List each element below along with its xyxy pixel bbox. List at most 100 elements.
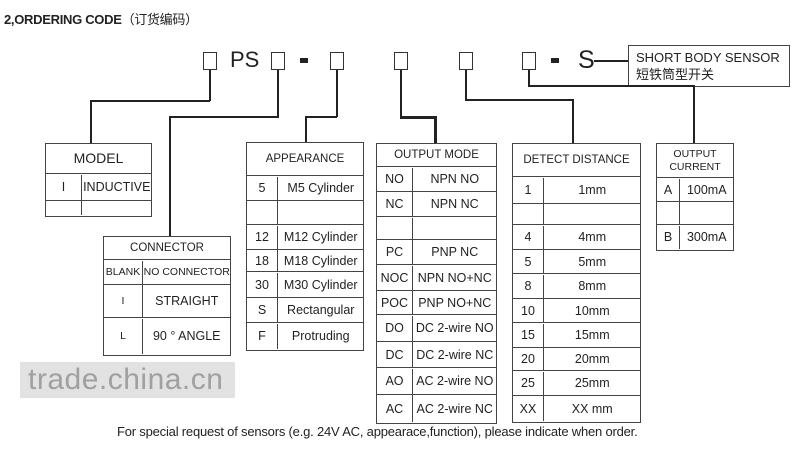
row-code: AC [377, 395, 413, 422]
row-description: NPN NO+NC [417, 270, 492, 285]
table-row [657, 202, 733, 225]
row-description: 300mA [686, 230, 727, 244]
row-description: 4mm [578, 230, 607, 244]
row-description: XX mm [571, 401, 613, 416]
code-dash [300, 58, 308, 63]
row-description: M18 Cylinder [283, 253, 358, 268]
row-description: 90 ° ANGLE [152, 329, 221, 343]
row-description: 5mm [578, 254, 607, 269]
row-description: 25mm [574, 376, 610, 390]
row-code: F [247, 323, 278, 349]
row-code: NC [377, 192, 413, 216]
short-body-note: SHORT BODY SENSOR 短铁筒型开关 [628, 45, 790, 87]
table-row [513, 204, 640, 225]
row-code [46, 201, 82, 215]
row-code: NOC [377, 265, 413, 290]
table-row: 4 4mm [513, 225, 640, 250]
row-code: L [104, 318, 143, 354]
row-code: S [247, 298, 278, 322]
table-row: L 90 ° ANGLE [104, 318, 230, 354]
row-code: BLANK [104, 260, 143, 284]
row-code: AO [377, 368, 413, 394]
row-description: DC 2-wire NO [415, 321, 494, 335]
section-title: 2,ORDERING CODE（订货编码） [4, 9, 198, 28]
row-code: NO [377, 167, 413, 191]
row-code: I [46, 174, 82, 200]
row-description [414, 218, 497, 239]
table-row: F Protruding [247, 323, 363, 349]
note-line-2: 短铁筒型开关 [636, 67, 715, 82]
connector-line [594, 60, 628, 62]
row-description: M5 Cylinder [287, 181, 355, 195]
row-description: AC 2-wire NO [416, 374, 494, 388]
code-slot-model [203, 52, 217, 70]
code-slot-connector [271, 52, 285, 70]
table-row: 25 25mm [513, 371, 640, 396]
table-row: S Rectangular [247, 298, 363, 323]
row-code [247, 201, 278, 224]
row-description: PNP NC [431, 245, 479, 259]
table-row [247, 201, 363, 225]
row-code: 4 [513, 225, 544, 249]
table-header: MODEL [46, 144, 151, 174]
row-code: XX [513, 396, 544, 421]
watermark: trade.china.cn [28, 363, 224, 396]
note-line-1: SHORT BODY SENSOR [636, 50, 780, 65]
row-code: DC [377, 342, 413, 367]
row-code: POC [377, 291, 413, 314]
code-slot-output-mode [394, 52, 408, 70]
row-code: 1 [513, 177, 544, 203]
table-header: OUTPUT MODE [377, 144, 496, 167]
code-slot-output-current [522, 52, 536, 70]
row-code: PC [377, 240, 413, 264]
row-description: 100mA [686, 182, 727, 197]
table-row [377, 217, 497, 240]
table-row: NC NPN NC [377, 192, 496, 217]
row-description: Rectangular [287, 303, 355, 317]
row-description: NO CONNECTOR [143, 266, 230, 278]
row-description: 20mm [574, 352, 610, 366]
row-code: 25 [513, 371, 544, 395]
row-description: Protruding [291, 329, 350, 343]
row-code: 15 [513, 323, 544, 347]
row-description: NPN NC [430, 197, 479, 211]
row-description [545, 204, 641, 224]
table-row: NOC NPN NO+NC [377, 265, 496, 291]
row-code: 8 [513, 274, 544, 298]
footer-note: For special request of sensors (e.g. 24V… [117, 424, 638, 439]
row-description: 10mm [574, 303, 610, 318]
row-description [279, 201, 364, 224]
code-ps: PS [230, 47, 260, 72]
row-description [681, 202, 734, 224]
row-code [657, 202, 680, 224]
row-code: 30 [247, 272, 278, 297]
row-description: INDUCTIVE [83, 180, 151, 194]
code-slot-appearance [330, 52, 344, 70]
row-code [377, 217, 413, 239]
code-dash [551, 58, 559, 63]
table-header: OUTPUT CURRENT [657, 144, 733, 178]
title-text: 2,ORDERING CODE [4, 12, 122, 27]
row-description: NPN NO [430, 172, 480, 186]
watermark-band [20, 362, 235, 398]
row-description: 8mm [578, 279, 607, 293]
table-row [46, 201, 151, 215]
table-header: APPEARANCE [247, 143, 363, 176]
